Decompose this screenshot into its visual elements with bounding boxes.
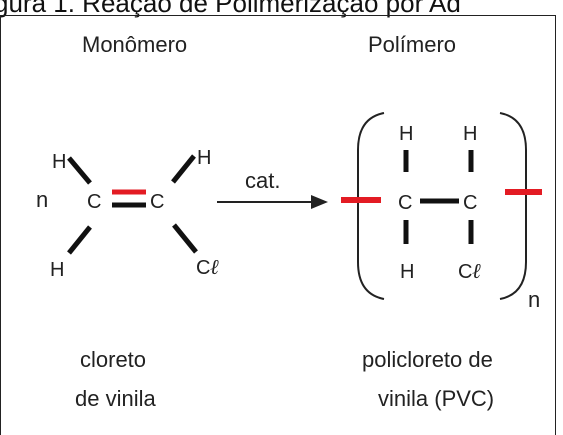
polymer-subscript-n: n	[528, 287, 540, 312]
polymer-right-bracket	[499, 112, 527, 300]
monomer-bond-h-top-left	[67, 156, 92, 185]
figure-caption: gura 1. Reação de Polimerização por Ad	[0, 0, 461, 18]
polymer-c-left: C	[398, 192, 412, 214]
monomer-bond-h-top-right	[171, 154, 196, 184]
polymer-cl-suffix: ℓ	[472, 259, 481, 283]
polymer-name-line2: vinila (PVC)	[378, 386, 494, 411]
monomer-cl-symbol: C	[196, 257, 210, 279]
monomer-coefficient: n	[36, 187, 48, 212]
monomer-name-line2: de vinila	[75, 386, 156, 411]
polymer-name-line1: policloreto de	[362, 347, 493, 372]
monomer-heading: Monômero	[82, 32, 187, 57]
monomer-bond-h-bottom-left	[67, 225, 92, 255]
monomer-cl-suffix: ℓ	[210, 255, 219, 279]
polymer-cl-symbol: C	[458, 261, 472, 283]
monomer-bond-cl	[172, 223, 198, 254]
polymer-c-right: C	[463, 192, 477, 214]
monomer-name-line1: cloreto	[80, 347, 146, 372]
polymer-heading: Polímero	[368, 32, 456, 57]
monomer-c-left: C	[87, 191, 101, 213]
polymer-h-top-left: H	[399, 123, 413, 145]
catalyst-label: cat.	[245, 168, 280, 193]
monomer-h-top-right: H	[197, 147, 211, 169]
monomer-c-right: C	[150, 191, 164, 213]
polymer-h-top-right: H	[463, 123, 477, 145]
figure-frame	[0, 15, 556, 435]
polymer-left-bracket	[357, 112, 385, 300]
polymer-h-bottom-left: H	[400, 261, 414, 283]
monomer-h-bottom-left: H	[50, 259, 64, 281]
monomer-h-top-left: H	[52, 151, 66, 173]
reaction-arrow-head	[311, 195, 328, 209]
